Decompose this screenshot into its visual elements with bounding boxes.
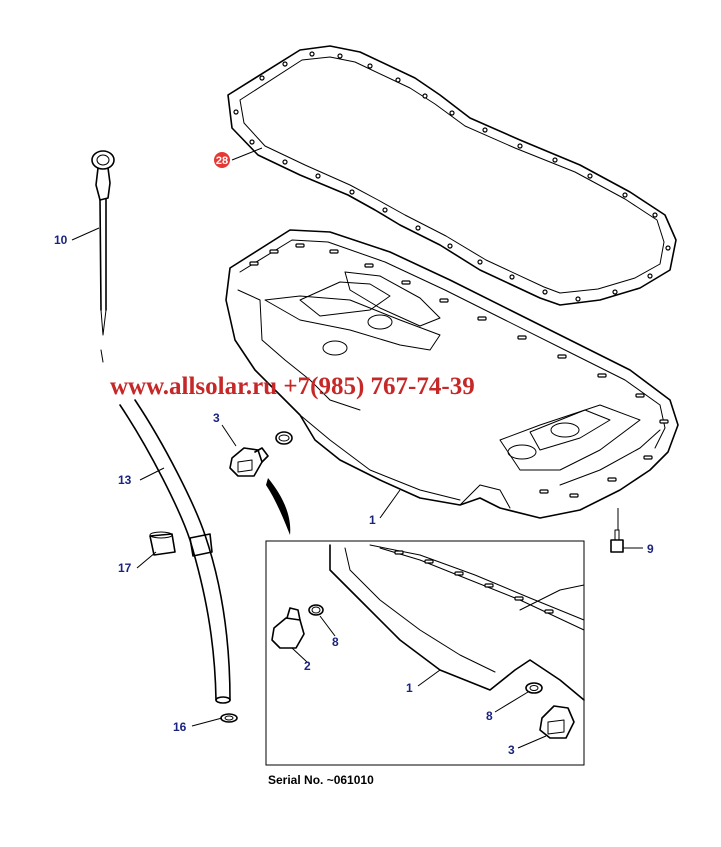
inset-flange-slots: [394, 550, 554, 614]
callout-10[interactable]: 10: [54, 233, 68, 247]
detail-arrow: [266, 478, 291, 535]
leader-lines: [71, 147, 643, 749]
serial-detail-inset: [265, 540, 585, 766]
gasket-bolt-holes: [233, 51, 671, 302]
callout-9[interactable]: 9: [647, 542, 654, 556]
callout-8-inset-lower[interactable]: 8: [486, 709, 493, 723]
oil-pan-gasket: [227, 45, 677, 306]
oil-pan-main: [225, 229, 679, 519]
callout-17[interactable]: 17: [118, 561, 132, 575]
callout-1-inset[interactable]: 1: [406, 681, 413, 695]
callout-2-inset[interactable]: 2: [304, 659, 311, 673]
callout-3-main[interactable]: 3: [213, 411, 220, 425]
callout-28-label: 28: [216, 155, 228, 167]
tube-o-ring: [220, 713, 238, 723]
serial-number-label: Serial No. ~061010: [268, 773, 374, 787]
callout-1-main[interactable]: 1: [369, 513, 376, 527]
tube-sleeve: [149, 531, 176, 556]
callout-16[interactable]: 16: [173, 720, 187, 734]
callout-28[interactable]: 28: [214, 152, 230, 168]
o-ring-main: [275, 431, 293, 445]
oil-guide-tube: [119, 399, 231, 704]
callout-3-inset[interactable]: 3: [508, 743, 515, 757]
dipstick: [91, 150, 115, 363]
pan-flange-slots: [249, 243, 669, 498]
callout-13[interactable]: 13: [118, 473, 132, 487]
callout-8-inset-upper[interactable]: 8: [332, 635, 339, 649]
drain-plug-main: [229, 447, 269, 477]
pan-bolt: [610, 529, 624, 553]
watermark-text: www.allsolar.ru +7(985) 767-74-39: [110, 373, 475, 400]
